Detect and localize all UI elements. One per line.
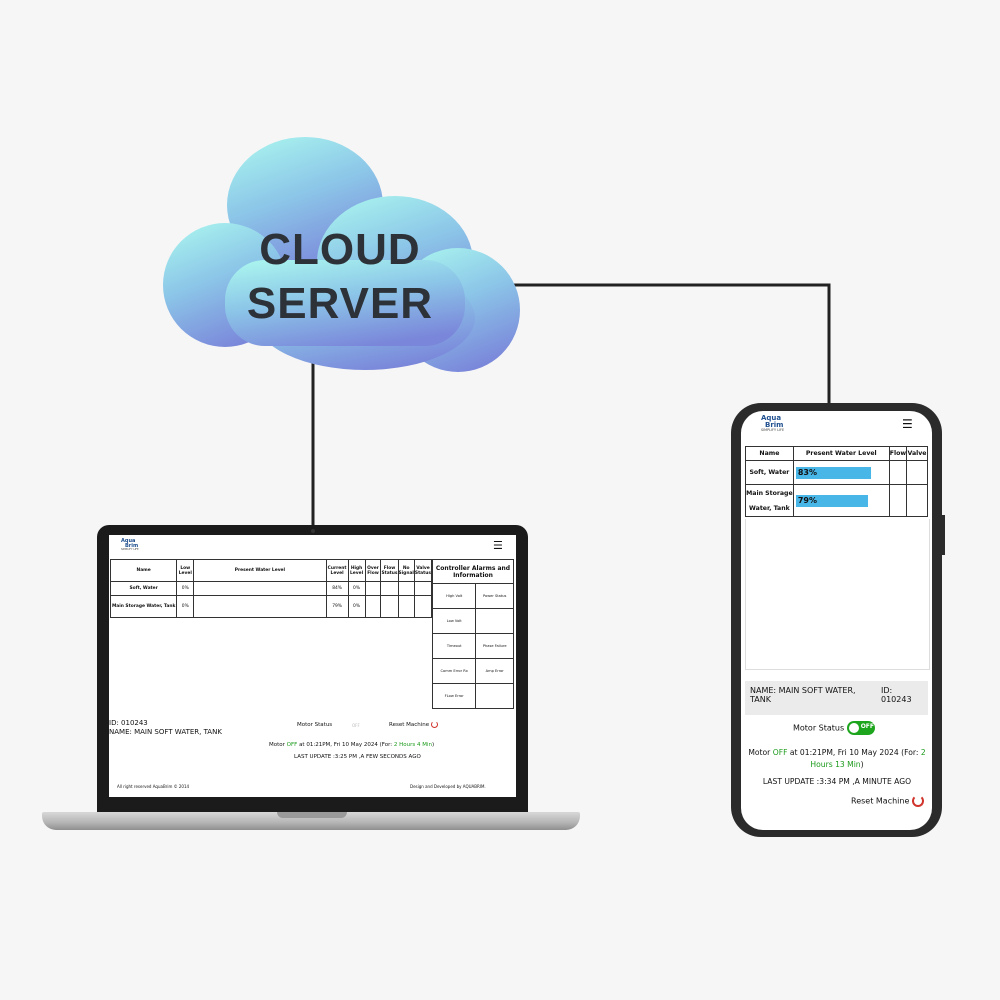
motor-status-label: Motor Status (793, 723, 845, 733)
phone-side-button (941, 515, 945, 555)
laptop-motor-info: Motor OFF at 01:21PM, Fri 10 May 2024 (F… (269, 742, 435, 748)
laptop-water-table: Name Low Level Present Water Level Curre… (109, 559, 433, 618)
laptop-menu-icon[interactable]: ☰ (493, 539, 503, 552)
phone-reset-button[interactable]: Reset Machine (851, 795, 924, 807)
phone-water-table: Name Present Water Level Flow Valve Soft… (745, 446, 928, 517)
laptop-motor-toggle[interactable]: OFF (352, 723, 360, 728)
phone-table-area (745, 519, 930, 670)
laptop-base (42, 812, 580, 830)
laptop-motor-status-label: Motor Status (297, 722, 333, 728)
col-header: Current Level (325, 559, 349, 582)
cloud-label-line2: SERVER (246, 279, 434, 328)
phone-info-panel: NAME: MAIN SOFT WATER, TANK ID: 010243 (745, 681, 928, 715)
table-row[interactable]: Soft, Water 0% 84% 0% (109, 581, 433, 596)
row-bar (193, 595, 327, 618)
reset-icon (911, 795, 924, 807)
col-header: Name (109, 559, 178, 582)
row-high: 0% (347, 581, 366, 596)
alarms-title: Controller Alarms and Information (432, 559, 514, 584)
motor-state: OFF (772, 748, 788, 757)
row-name: Main Storage Water, Tank (745, 484, 794, 517)
reset-icon (430, 721, 438, 728)
laptop-footer-left: All right reserved AquaBrim © 2014 (117, 784, 190, 789)
level-bar: 83% (795, 466, 871, 479)
laptop-last-update: LAST UPDATE :3:25 PM ,A FEW SECONDS AGO (294, 754, 421, 760)
col-header: Present Water Level (792, 446, 890, 461)
alarm-row: FLow Error (431, 683, 514, 709)
laptop-footer-right: Design and Developed by AQUABRIM. (410, 784, 486, 789)
cloud-to-phone-wire (495, 283, 831, 404)
laptop-device-id: ID: 010243 (109, 719, 148, 727)
laptop-alarms-table: Controller Alarms and Information High V… (431, 559, 514, 709)
row-name: Soft, Water (109, 581, 178, 596)
motor-duration: 2 Hours 4 Min (393, 742, 433, 748)
row-name: Soft, Water (745, 460, 794, 485)
table-row[interactable]: Main Storage Water, Tank 0% 79% 0% (109, 595, 433, 618)
phone-device-id: ID: 010243 (881, 686, 912, 704)
laptop-chin (97, 800, 528, 814)
row-bar (193, 581, 327, 596)
row-current: 84% (325, 581, 349, 596)
alarm-row: Low Volt (431, 608, 514, 634)
motor-state: OFF (286, 742, 298, 748)
laptop-reset-button[interactable]: Reset Machine (389, 721, 438, 728)
laptop-logo[interactable]: Aqua Brim SIMPLIFY LIFE (121, 538, 139, 551)
table-row[interactable]: Main Storage Water, Tank 79% (745, 484, 928, 517)
col-header: High Level (347, 559, 366, 582)
cloud-label-line1: CLOUD (259, 225, 421, 274)
col-header: Flow Status (380, 559, 399, 582)
laptop-screen: Aqua Brim SIMPLIFY LIFE ☰ Name Low Level… (109, 535, 516, 797)
col-header: Name (745, 446, 794, 461)
phone-motor-status: Motor Status OFF (793, 721, 875, 735)
laptop-notch (277, 812, 347, 818)
phone-last-update: LAST UPDATE :3:34 PM ,A MINUTE AGO (762, 777, 912, 786)
row-low: 0% (176, 581, 195, 596)
col-header: Valve (906, 446, 928, 461)
col-header: Over Flow (364, 559, 382, 582)
row-low: 0% (176, 595, 195, 618)
reset-label: Reset Machine (851, 796, 910, 806)
level-bar: 79% (795, 494, 868, 507)
row-current: 79% (325, 595, 349, 618)
col-header: Valve Status (413, 559, 433, 582)
phone-motor-info: Motor OFF at 01:21PM, Fri 10 May 2024 (F… (748, 748, 926, 769)
phone-screen: Aqua Brim SIMPLIFY LIFE ☰ Name Present W… (741, 411, 932, 830)
phone-device-name: NAME: MAIN SOFT WATER, TANK (750, 686, 856, 704)
col-header: No Signal (397, 559, 415, 582)
laptop-camera (311, 529, 315, 533)
row-high: 0% (347, 595, 366, 618)
phone-logo[interactable]: Aqua Brim SIMPLIFY LIFE (761, 414, 785, 432)
motor-duration: 2 Hours 13 Min (810, 748, 926, 769)
row-name: Main Storage Water, Tank (109, 595, 178, 618)
col-header: Present Water Level (193, 559, 327, 582)
col-header: Low Level (176, 559, 195, 582)
reset-label: Reset Machine (389, 722, 430, 728)
col-header: Flow (888, 446, 908, 461)
laptop-device-name: NAME: MAIN SOFT WATER, TANK (109, 728, 222, 736)
table-row[interactable]: Soft, Water 83% (745, 460, 928, 485)
phone-menu-icon[interactable]: ☰ (902, 417, 913, 431)
motor-toggle[interactable]: OFF (846, 721, 875, 735)
